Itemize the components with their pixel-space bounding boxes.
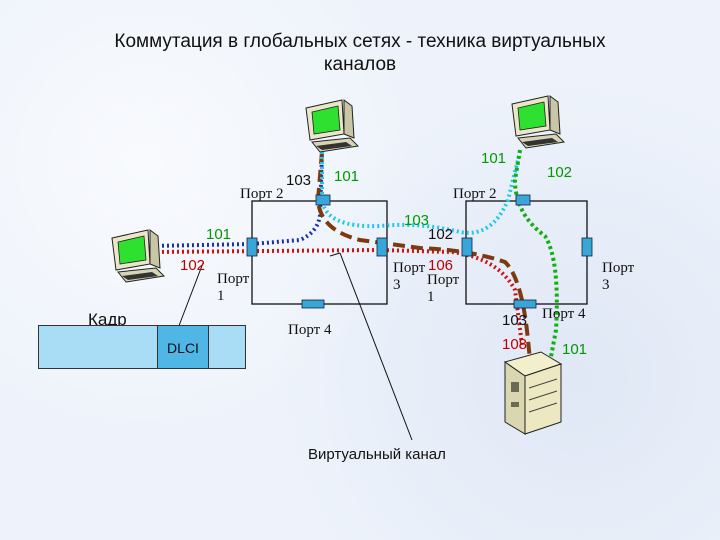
- port-right-3: [581, 237, 593, 257]
- channel-number-103-mid: 103: [404, 212, 430, 229]
- switch-right: [465, 200, 588, 305]
- computer-top-right-icon: [511, 95, 566, 149]
- virtual-channel-pointer-line: [339, 252, 413, 441]
- virtual-channel-pointer-tip: [329, 252, 341, 257]
- right-switch-port2-label: Порт 2: [453, 186, 497, 202]
- frame-box: DLCI: [38, 325, 246, 369]
- channel-number-102-left: 102: [180, 257, 206, 274]
- left-switch-port2-label: Порт 2: [240, 186, 284, 202]
- left-switch-port3-label: Порт 3: [393, 260, 426, 293]
- computer-left-icon: [111, 229, 166, 283]
- dlci-field: DLCI: [157, 325, 209, 369]
- channel-number-108-right: 108: [502, 336, 528, 353]
- blue-path: [151, 149, 324, 248]
- virtual-channel-label: Виртуальный канал: [308, 446, 446, 463]
- port-left-3: [376, 237, 388, 257]
- frame-label: Кадр: [88, 310, 127, 329]
- channel-number-102-top-right: 102: [547, 164, 573, 181]
- channel-number-103-top: 103: [286, 172, 312, 189]
- left-switch-port1-label: Порт 1: [217, 271, 250, 304]
- right-switch-port4-label: Порт 4: [542, 306, 586, 322]
- port-left-1: [246, 237, 258, 257]
- slide-title: Коммутация в глобальных сетях - техника …: [100, 30, 620, 76]
- title-line-2: каналов: [323, 54, 397, 75]
- port-right-4: [513, 299, 537, 309]
- channel-number-101-top-right: 101: [481, 150, 507, 167]
- port-left-2: [315, 194, 331, 206]
- computer-top-left-icon: [305, 99, 360, 153]
- port-right-1: [461, 237, 473, 257]
- channel-number-102-mid: 102: [428, 226, 454, 243]
- port-left-4: [301, 299, 325, 309]
- server-icon: [503, 351, 563, 435]
- right-switch-port1-label: Порт 1: [427, 272, 460, 305]
- channel-number-106-mid: 106: [428, 257, 454, 274]
- cyan-path: [320, 151, 522, 235]
- port-right-2: [515, 194, 531, 206]
- channel-number-103-right: 103: [502, 312, 528, 329]
- channel-number-101-right: 101: [562, 341, 588, 358]
- left-switch-port4-label: Порт 4: [288, 322, 332, 338]
- channel-number-101-left: 101: [206, 226, 232, 243]
- title-line-1: Коммутация в глобальных сетях - техника …: [114, 31, 606, 52]
- green-path: [512, 149, 559, 363]
- channel-number-101-top-left: 101: [334, 168, 360, 185]
- right-switch-port3-label: Порт 3: [602, 260, 635, 293]
